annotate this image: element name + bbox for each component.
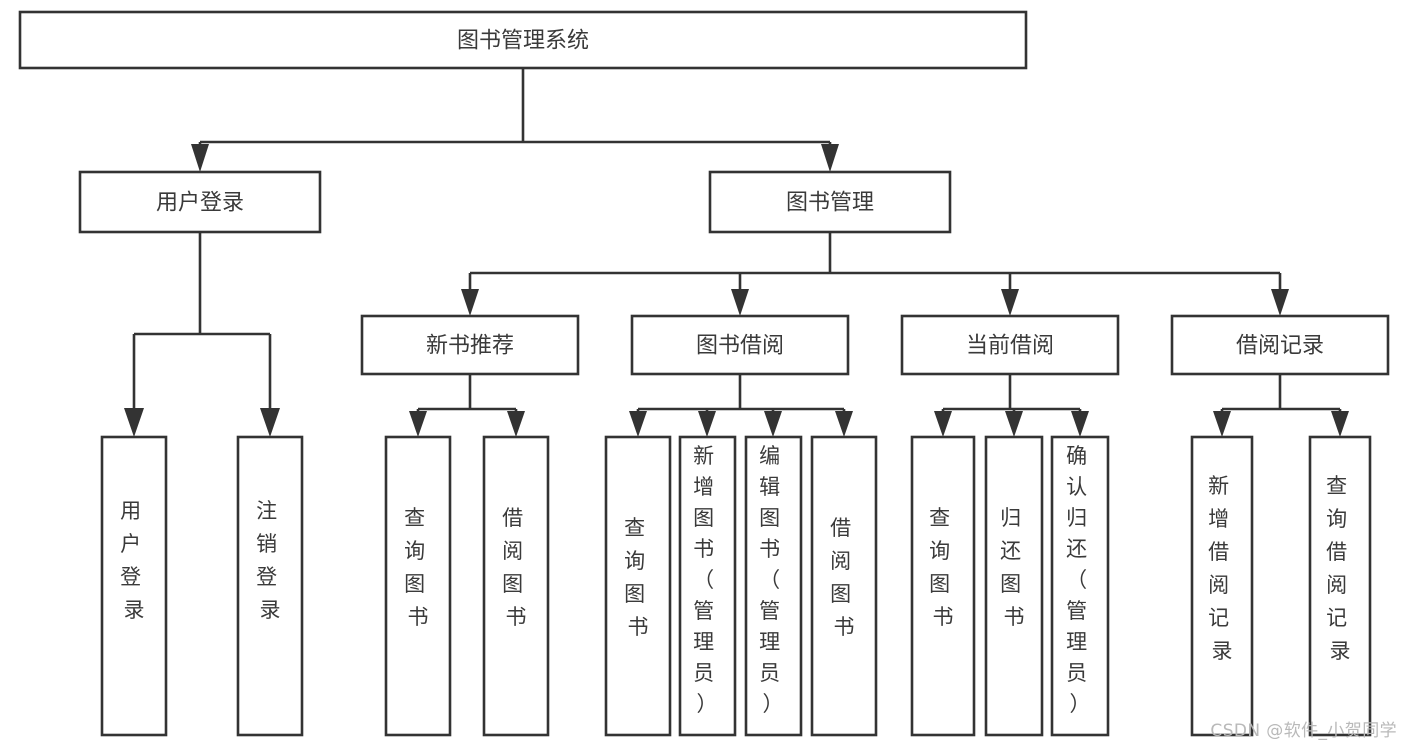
connector-group-current-borrow <box>934 374 1089 437</box>
leaf-user-login-label: 用 户 登 录 <box>120 499 148 622</box>
arrowhead-bookborrow-leaf-4 <box>835 411 853 437</box>
node-new-book-recommend-box <box>360 314 580 376</box>
leaf-logout[interactable]: 注 销 登 录 <box>236 435 304 737</box>
arrowhead-user-login <box>191 144 209 172</box>
arrowhead-new-book-rec <box>461 289 479 316</box>
leaf-add-borrow-record-box <box>1190 435 1254 737</box>
leaf-logout-label: 注 销 登 录 <box>256 499 284 622</box>
arrowhead-current-borrow <box>1001 289 1019 316</box>
node-new-book-recommend-label: 新书推荐 <box>426 334 514 359</box>
leaf-node-group: 用 户 登 录 注 销 登 录 查 询 <box>100 435 1372 737</box>
leaf-logout-box <box>236 435 304 737</box>
leaf-borrow-book-borrow-box <box>810 435 878 737</box>
node-user-login[interactable]: 用户登录 <box>78 170 322 234</box>
leaf-query-book-borrow-box <box>604 435 672 737</box>
leaf-confirm-return-admin-label: 确 认 归 还 （ 管 理 员 ） <box>1066 444 1094 716</box>
node-root-box <box>18 10 1028 70</box>
leaf-confirm-return-admin[interactable]: 确 认 归 还 （ 管 理 员 ） <box>1050 435 1110 737</box>
arrowhead-currentborrow-leaf-3 <box>1071 411 1089 437</box>
arrowhead-borrowrecord-leaf-2 <box>1331 411 1349 437</box>
leaf-query-book-borrow[interactable]: 查 询 图 书 <box>604 435 672 737</box>
arrowhead-currentborrow-leaf-2 <box>1005 411 1023 437</box>
leaf-user-login-box <box>100 435 168 737</box>
node-root-label: 图书管理系统 <box>457 29 589 54</box>
leaf-query-borrow-record-label: 查 询 借 阅 记 录 <box>1326 474 1354 663</box>
node-book-management[interactable]: 图书管理 <box>708 170 952 234</box>
leaf-add-book-admin-box <box>678 435 737 737</box>
leaf-query-book-newrec[interactable]: 查 询 图 书 <box>384 435 452 737</box>
node-book-borrow-label: 图书借阅 <box>696 334 784 359</box>
leaf-add-borrow-record-label: 新 增 借 阅 记 录 <box>1208 474 1236 663</box>
leaf-add-borrow-record[interactable]: 新 增 借 阅 记 录 <box>1190 435 1254 737</box>
leaf-borrow-book-borrow-label: 借 阅 图 书 <box>830 516 858 639</box>
leaf-return-book-box <box>984 435 1044 737</box>
node-user-login-box <box>78 170 322 234</box>
leaf-return-book-label: 归 还 图 书 <box>1000 506 1028 629</box>
node-new-book-recommend[interactable]: 新书推荐 <box>360 314 580 376</box>
leaf-borrow-book-newrec[interactable]: 借 阅 图 书 <box>482 435 550 737</box>
leaf-edit-book-admin-label: 编 辑 图 书 （ 管 理 员 ） <box>759 444 787 716</box>
node-current-borrow-label: 当前借阅 <box>966 334 1054 359</box>
node-user-login-label: 用户登录 <box>156 191 244 216</box>
arrowhead-book-mgmt <box>821 144 839 172</box>
connector-group-book-borrow <box>629 374 853 437</box>
node-borrow-record-label: 借阅记录 <box>1236 334 1324 359</box>
connector-group-new-book-rec <box>409 374 525 437</box>
node-borrow-record-box <box>1170 314 1390 376</box>
leaf-edit-book-admin-box <box>744 435 803 737</box>
leaf-query-book-current-label: 查 询 图 书 <box>929 506 957 629</box>
arrowhead-bookborrow-leaf-3 <box>764 411 782 437</box>
leaf-edit-book-admin[interactable]: 编 辑 图 书 （ 管 理 员 ） <box>744 435 803 737</box>
leaf-borrow-book-newrec-label: 借 阅 图 书 <box>502 506 530 629</box>
node-root-system[interactable]: 图书管理系统 <box>18 10 1028 70</box>
arrowhead-bookborrow-leaf-1 <box>629 411 647 437</box>
leaf-query-book-borrow-label: 查 询 图 书 <box>624 516 652 639</box>
node-book-borrow[interactable]: 图书借阅 <box>630 314 850 376</box>
node-book-management-label: 图书管理 <box>786 191 874 216</box>
leaf-query-book-current-box <box>910 435 976 737</box>
leaf-query-book-newrec-box <box>384 435 452 737</box>
arrowhead-currentborrow-leaf-1 <box>934 411 952 437</box>
node-current-borrow-box <box>900 314 1120 376</box>
arrowhead-bookborrow-leaf-2 <box>698 411 716 437</box>
leaf-add-book-admin[interactable]: 新 增 图 书 （ 管 理 员 ） <box>678 435 737 737</box>
connector-group-book-mgmt <box>461 232 1289 316</box>
arrowhead-borrowrecord-leaf-1 <box>1213 411 1231 437</box>
leaf-query-book-current[interactable]: 查 询 图 书 <box>910 435 976 737</box>
leaf-confirm-return-admin-box <box>1050 435 1110 737</box>
leaf-query-borrow-record-box <box>1308 435 1372 737</box>
leaf-query-book-newrec-label: 查 询 图 书 <box>404 506 432 629</box>
leaf-query-borrow-record[interactable]: 查 询 借 阅 记 录 <box>1308 435 1372 737</box>
leaf-user-login[interactable]: 用 户 登 录 <box>100 435 168 737</box>
arrowhead-borrow-record <box>1271 289 1289 316</box>
connector-group-user-login <box>124 232 280 437</box>
connector-group-root <box>191 68 839 172</box>
leaf-add-book-admin-label: 新 增 图 书 （ 管 理 员 ） <box>693 444 721 716</box>
leaf-borrow-book-borrow[interactable]: 借 阅 图 书 <box>810 435 878 737</box>
arrowhead-leaf-logout <box>260 408 280 437</box>
arrowhead-leaf-user-login <box>124 408 144 437</box>
leaf-return-book[interactable]: 归 还 图 书 <box>984 435 1044 737</box>
arrowhead-newbook-leaf-2 <box>507 411 525 437</box>
node-borrow-record[interactable]: 借阅记录 <box>1170 314 1390 376</box>
arrowhead-book-borrow <box>731 289 749 316</box>
connector-group-borrow-record <box>1213 374 1349 437</box>
node-current-borrow[interactable]: 当前借阅 <box>900 314 1120 376</box>
node-book-borrow-box <box>630 314 850 376</box>
leaf-borrow-book-newrec-box <box>482 435 550 737</box>
node-book-management-box <box>708 170 952 234</box>
csdn-watermark: CSDN @软件_小贺同学 <box>1210 721 1397 741</box>
arrowhead-newbook-leaf-1 <box>409 411 427 437</box>
